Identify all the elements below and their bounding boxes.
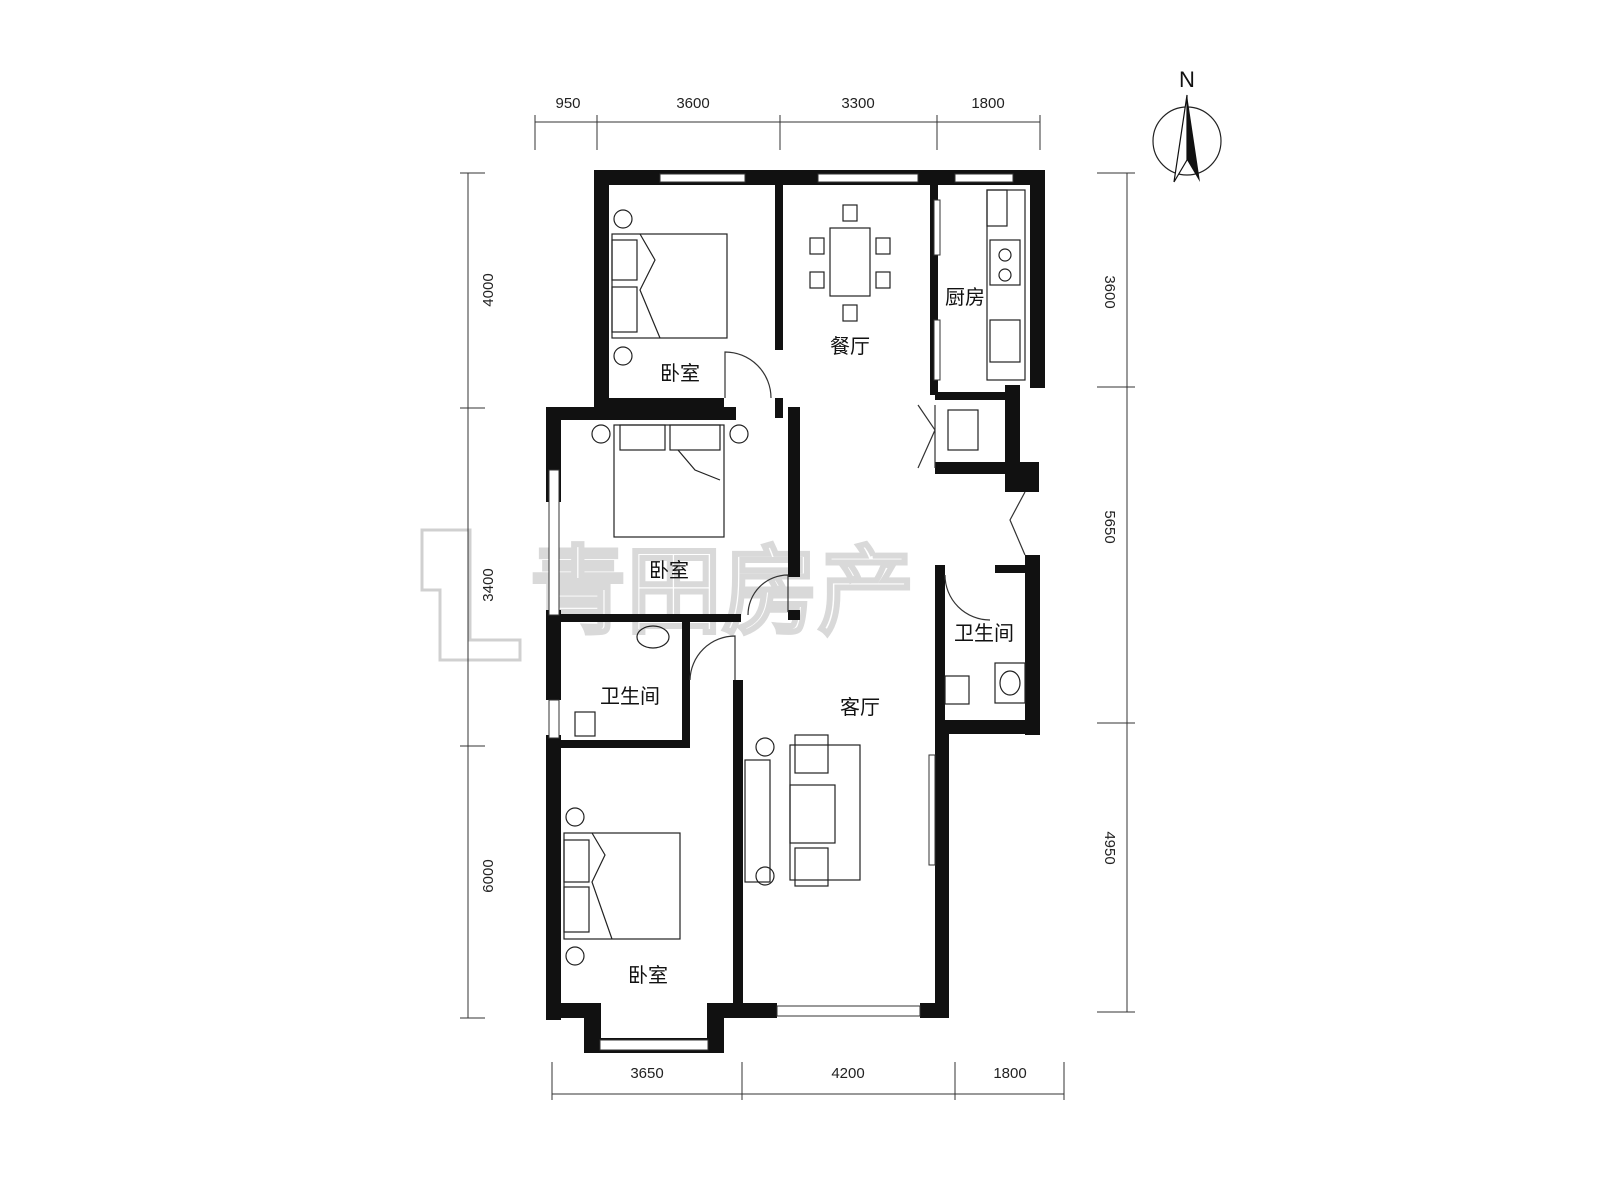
compass-needle-icon	[1187, 95, 1200, 182]
windows	[548, 173, 1014, 1051]
dim-right-2: 4950	[1101, 831, 1118, 864]
dimension-left: 4000 3400 6000	[460, 172, 497, 1019]
room-label-bedroom-top: 卧室	[660, 361, 700, 385]
dim-left-2: 6000	[480, 859, 497, 892]
compass: N	[1152, 67, 1222, 183]
room-label-bedroom-mid: 卧室	[649, 558, 689, 582]
dimension-top: 950 3600 3300 1800	[534, 95, 1041, 150]
furniture	[563, 189, 1026, 966]
kitchen-counter-icon	[947, 189, 1026, 451]
dim-top-1: 3600	[676, 95, 709, 112]
room-label-bath-right: 卫生间	[954, 621, 1014, 645]
dim-top-3: 1800	[971, 95, 1004, 112]
watermark-logo	[420, 528, 522, 662]
dim-bottom-1: 4200	[831, 1065, 864, 1082]
bath-left-fixtures-icon	[574, 625, 670, 737]
watermark: 青田房产	[420, 528, 916, 662]
room-label-living: 客厅	[840, 695, 880, 719]
dimension-right: 3600 5650 4950	[1097, 172, 1135, 1013]
room-labels: 卧室 餐厅 厨房 卧室 卫生间 卫生间 客厅 卧室	[600, 285, 1014, 987]
room-label-dining: 餐厅	[830, 334, 870, 358]
room-label-bedroom-bottom: 卧室	[628, 963, 668, 987]
sofa-set-icon	[744, 734, 861, 887]
dimension-bottom: 3650 4200 1800	[551, 1062, 1065, 1100]
bath-right-fixtures-icon	[944, 662, 1026, 705]
room-label-bath-left: 卫生间	[600, 684, 660, 708]
dim-bottom-0: 3650	[630, 1065, 663, 1082]
watermark-text: 青田房产	[530, 536, 914, 648]
doors	[689, 351, 1026, 681]
bed-bottom-icon	[563, 807, 681, 966]
dim-left-0: 4000	[480, 273, 497, 306]
dim-bottom-2: 1800	[993, 1065, 1026, 1082]
room-label-kitchen: 厨房	[945, 285, 985, 309]
dining-table-icon	[809, 204, 891, 322]
dim-right-1: 5650	[1101, 510, 1118, 543]
dim-top-2: 3300	[841, 95, 874, 112]
dim-top-0: 950	[555, 95, 580, 112]
compass-north-label: N	[1179, 67, 1195, 92]
dim-left-1: 3400	[480, 568, 497, 601]
dim-right-0: 3600	[1101, 275, 1118, 308]
bed-mid-icon	[591, 424, 749, 538]
bed-top-icon	[611, 209, 728, 366]
